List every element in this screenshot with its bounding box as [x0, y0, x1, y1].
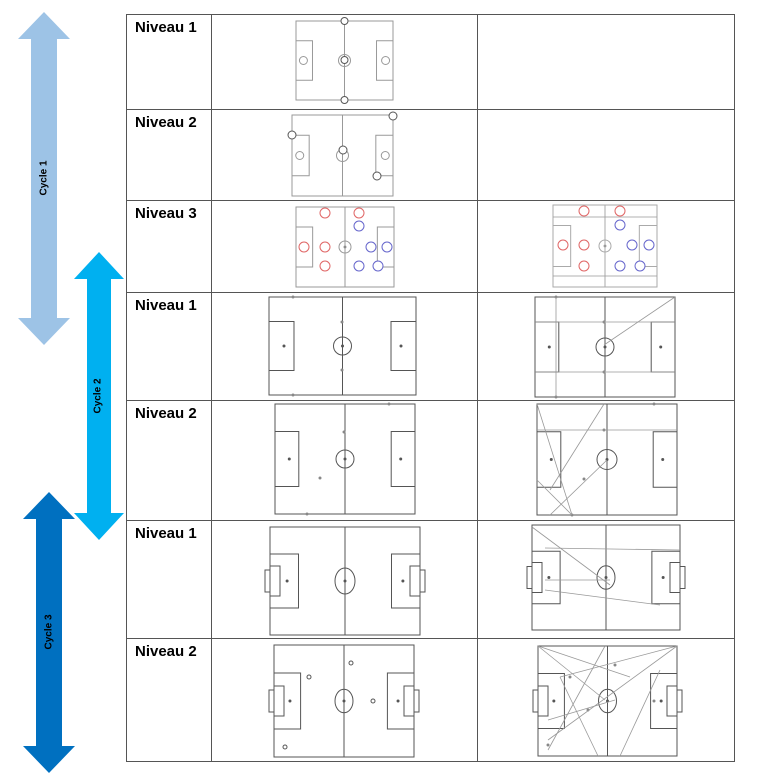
diagram-cell: [477, 14, 735, 110]
diagram-cell: [211, 292, 478, 401]
cycle-2-arrow-shape: [74, 252, 124, 540]
level-label: Niveau 3: [135, 205, 197, 222]
cycle-3-arrow-shape: [23, 492, 75, 773]
level-cell: Niveau 2: [126, 638, 212, 762]
level-cell: Niveau 1: [126, 14, 212, 110]
cycle-1-arrow-shape: [18, 12, 70, 345]
level-cell: Niveau 1: [126, 520, 212, 639]
diagram-cell: [477, 292, 735, 401]
cycle-2-label: Cycle 2: [92, 378, 104, 414]
table-row: Niveau 1: [126, 520, 735, 639]
diagram-cell: [477, 400, 735, 521]
diagram-cell: [477, 520, 735, 639]
diagram-cell: [477, 200, 735, 293]
level-cell: Niveau 2: [126, 400, 212, 521]
level-cell: Niveau 1: [126, 292, 212, 401]
table-row: Niveau 2: [126, 638, 735, 762]
diagram-cell: [477, 638, 735, 762]
level-label: Niveau 2: [135, 643, 197, 660]
cycle-3-label: Cycle 3: [43, 614, 55, 650]
table-row: Niveau 1: [126, 14, 735, 110]
table-row: Niveau 2: [126, 400, 735, 521]
diagram-cell: [211, 109, 478, 201]
level-label: Niveau 1: [135, 525, 197, 542]
table-row: Niveau 1: [126, 292, 735, 401]
diagram-cell: [211, 200, 478, 293]
level-label: Niveau 1: [135, 297, 197, 314]
cycle-1-arrow: [18, 12, 70, 345]
level-cell: Niveau 2: [126, 109, 212, 201]
diagram-cell: [211, 14, 478, 110]
diagram-cell: [477, 109, 735, 201]
level-cell: Niveau 3: [126, 200, 212, 293]
cycle-1-label: Cycle 1: [38, 160, 50, 196]
cycle-2-arrow: [74, 252, 124, 540]
level-label: Niveau 2: [135, 405, 197, 422]
cycle-3-arrow: [23, 492, 75, 773]
level-label: Niveau 1: [135, 19, 197, 36]
table-row: Niveau 3: [126, 200, 735, 293]
diagram-cell: [211, 400, 478, 521]
table-row: Niveau 2: [126, 109, 735, 201]
diagram-cell: [211, 520, 478, 639]
level-label: Niveau 2: [135, 114, 197, 131]
diagram-cell: [211, 638, 478, 762]
progression-table: Niveau 1 Niveau 2 Niveau 3 Niveau 1 Nive…: [126, 14, 735, 762]
